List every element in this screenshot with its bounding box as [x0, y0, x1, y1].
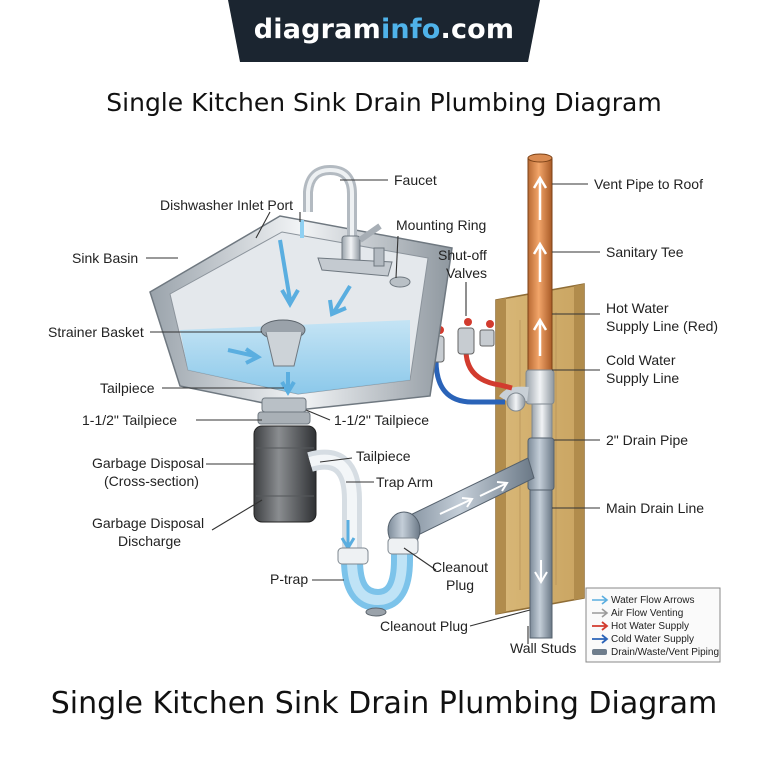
- label-tailpiece-b: Tailpiece: [356, 448, 411, 464]
- diagram-title: Single Kitchen Sink Drain Plumbing Diagr…: [106, 88, 662, 117]
- label-wall-studs: Wall Studs: [510, 640, 576, 656]
- label-sink-basin: Sink Basin: [72, 250, 138, 266]
- labels: Faucet Dishwasher Inlet Port Mounting Ri…: [48, 172, 718, 656]
- legend-label: Air Flow Venting: [611, 608, 683, 619]
- label-garbage-disposal-2: (Cross-section): [104, 473, 199, 489]
- legend-swatch: [592, 649, 607, 655]
- label-gd-discharge-1: Garbage Disposal: [92, 515, 204, 531]
- p-trap: [307, 449, 419, 617]
- label-main-drain: Main Drain Line: [606, 500, 704, 516]
- label-drain-2in: 2" Drain Pipe: [606, 432, 688, 448]
- legend-label: Drain/Waste/Vent Piping: [611, 647, 719, 658]
- faucet: [300, 164, 393, 277]
- drain-stack: [499, 369, 555, 639]
- legend-item-water-flow: Water Flow Arrows: [592, 595, 695, 606]
- brand-part-3: .com: [440, 14, 515, 45]
- brand-part-1: diagram: [253, 14, 381, 45]
- legend-item-cold-water: Cold Water Supply: [592, 634, 694, 645]
- legend-swatch: [592, 608, 609, 618]
- label-cold-water-2: Supply Line: [606, 370, 679, 386]
- label-p-trap: P-trap: [270, 571, 308, 587]
- vent-pipe: [527, 153, 553, 377]
- label-cleanout-mid-2: Plug: [446, 577, 474, 593]
- label-mounting-ring: Mounting Ring: [396, 217, 486, 233]
- sink-basin: [149, 215, 453, 411]
- label-trap-arm: Trap Arm: [376, 474, 433, 490]
- label-tailpiece-15-left: 1-1/2" Tailpiece: [82, 412, 177, 428]
- legend-swatch: [592, 621, 609, 631]
- label-shutoff-2: Valves: [446, 265, 487, 281]
- label-tailpiece-15-right: 1-1/2" Tailpiece: [334, 412, 429, 428]
- label-garbage-disposal-1: Garbage Disposal: [92, 455, 204, 471]
- label-dishwasher-inlet: Dishwasher Inlet Port: [160, 197, 293, 213]
- label-hot-water-2: Supply Line (Red): [606, 318, 718, 334]
- legend-label: Water Flow Arrows: [611, 595, 695, 606]
- label-cold-water-1: Cold Water: [606, 352, 676, 368]
- brand-banner: diagraminfo.com: [228, 0, 540, 62]
- brand-part-2: info: [380, 14, 441, 45]
- label-cleanout-mid-1: Cleanout: [432, 559, 488, 575]
- garbage-disposal: [253, 397, 317, 523]
- legend-label: Cold Water Supply: [611, 634, 694, 645]
- legend-label: Hot Water Supply: [611, 621, 689, 632]
- label-hot-water-1: Hot Water: [606, 300, 669, 316]
- label-vent-pipe: Vent Pipe to Roof: [594, 176, 703, 192]
- label-shutoff-1: Shut-off: [438, 247, 487, 263]
- legend-swatch: [592, 595, 609, 605]
- legend: Water Flow Arrows Air Flow Venting Hot W…: [585, 587, 721, 663]
- label-strainer-basket: Strainer Basket: [48, 324, 144, 340]
- leader-lines: [146, 179, 600, 644]
- legend-item-air-flow: Air Flow Venting: [592, 608, 683, 619]
- label-gd-discharge-2: Discharge: [118, 533, 181, 549]
- banner-shape: [228, 0, 540, 62]
- legend-swatch: [592, 634, 609, 644]
- label-tailpiece-a: Tailpiece: [100, 380, 155, 396]
- label-cleanout-bottom: Cleanout Plug: [380, 618, 468, 634]
- legend-item-dwv: Drain/Waste/Vent Piping: [592, 647, 719, 658]
- brand-logo[interactable]: diagraminfo.com: [228, 14, 540, 45]
- label-faucet: Faucet: [394, 172, 437, 188]
- label-sanitary-tee: Sanitary Tee: [606, 244, 684, 260]
- footer-title: Single Kitchen Sink Drain Plumbing Diagr…: [50, 686, 718, 721]
- legend-item-hot-water: Hot Water Supply: [592, 621, 689, 632]
